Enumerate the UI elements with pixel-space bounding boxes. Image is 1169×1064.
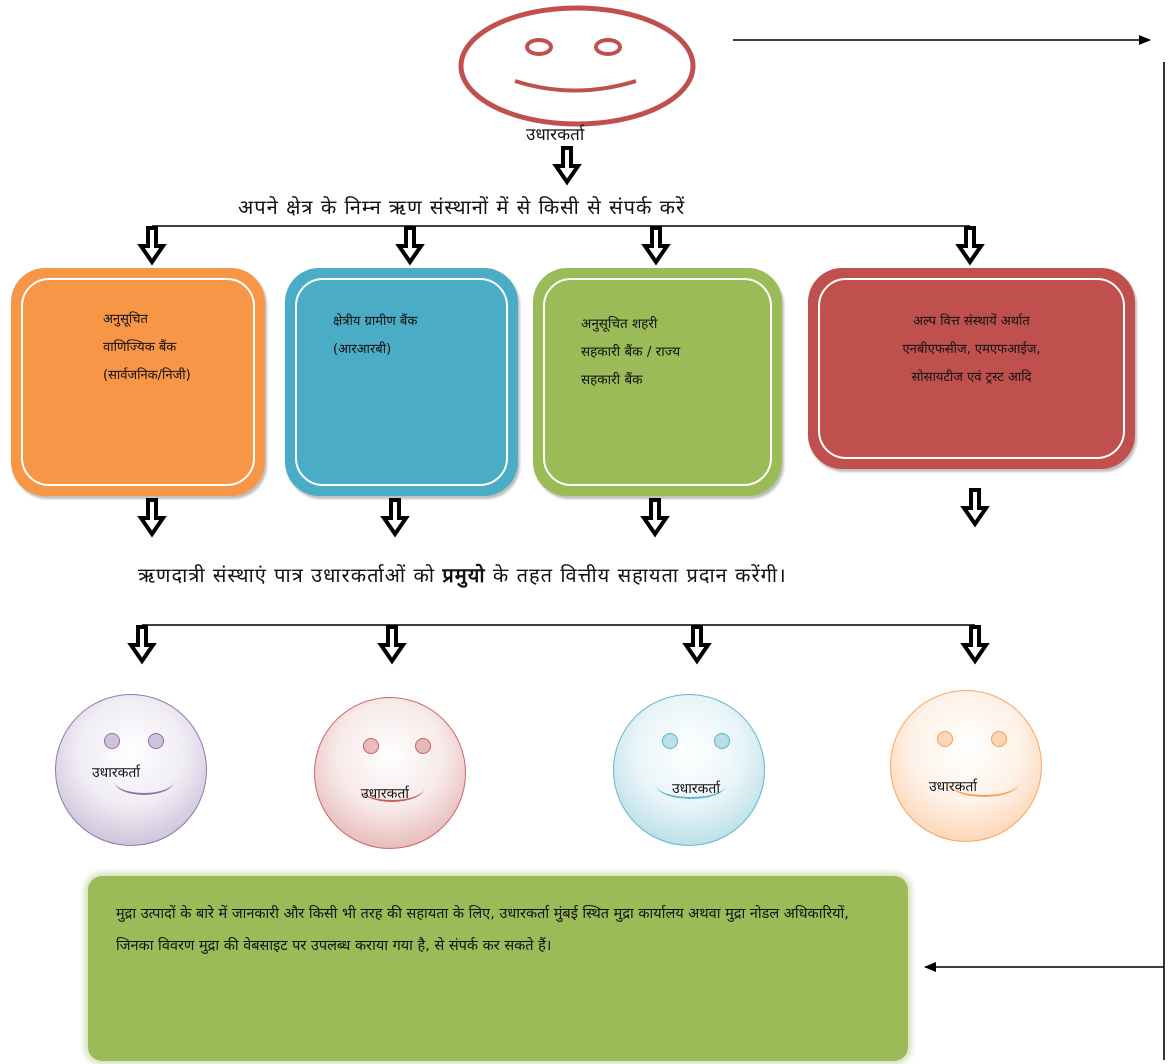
down-arrow-icon bbox=[129, 625, 155, 663]
smile-icon bbox=[949, 769, 1019, 797]
down-arrow-icon bbox=[139, 498, 165, 536]
eye-icon bbox=[104, 733, 120, 749]
institution-label: अनुसूचित वाणिज्यिक बैंक (सार्वजनिक/निजी) bbox=[103, 312, 191, 383]
smile-icon bbox=[114, 767, 174, 795]
eye-icon bbox=[662, 733, 678, 749]
institution-box-microfinance: अल्प वित्त संस्थायें अर्थात एनबीएफसीज, ए… bbox=[808, 268, 1135, 469]
institution-box-rrb: क्षेत्रीय ग्रामीण बैंक (आरआरबी) bbox=[285, 268, 518, 496]
eye-icon bbox=[415, 738, 431, 754]
institution-label: क्षेत्रीय ग्रामीण बैंक (आरआरबी) bbox=[333, 314, 418, 357]
eye-icon bbox=[937, 731, 953, 747]
down-arrow-icon bbox=[957, 226, 983, 264]
down-arrow-icon bbox=[643, 226, 669, 264]
down-arrow-icon bbox=[139, 226, 165, 264]
down-arrow-icon bbox=[382, 498, 408, 536]
down-arrow-icon bbox=[684, 625, 710, 663]
down-arrow-icon bbox=[379, 625, 405, 663]
borrower-face-2: उधारकर्ता bbox=[314, 697, 466, 849]
down-arrow-icon bbox=[642, 498, 668, 536]
institution-label: अल्प वित्त संस्थायें अर्थात एनबीएफसीज, ए… bbox=[902, 314, 1041, 385]
eye-icon bbox=[714, 733, 730, 749]
eye-icon bbox=[363, 738, 379, 754]
institution-box-commercial-bank: अनुसूचित वाणिज्यिक बैंक (सार्वजनिक/निजी) bbox=[11, 268, 265, 496]
info-text: मुद्रा उत्पादों के बारे में जानकारी और क… bbox=[116, 906, 849, 954]
lending-statement: ऋणदात्री संस्थाएं पात्र उधारकर्ताओं को प… bbox=[138, 563, 787, 587]
instruction-text: अपने क्षेत्र के निम्न ऋण संस्थानों में स… bbox=[238, 195, 686, 219]
borrower-face-3: उधारकर्ता bbox=[613, 694, 765, 846]
top-face-icon bbox=[458, 5, 696, 127]
institution-box-cooperative-bank: अनुसूचित शहरी सहकारी बैंक / राज्य सहकारी… bbox=[533, 268, 782, 496]
top-borrower-label: उधारकर्ता bbox=[526, 125, 585, 145]
smile-icon bbox=[656, 771, 726, 799]
borrower-face-1: उधारकर्ता bbox=[55, 694, 207, 846]
eye-icon bbox=[148, 733, 164, 749]
smile-icon bbox=[360, 774, 424, 802]
info-box: मुद्रा उत्पादों के बारे में जानकारी और क… bbox=[88, 876, 908, 1061]
down-arrow-icon bbox=[397, 226, 423, 264]
eye-icon bbox=[991, 731, 1007, 747]
down-arrow-icon bbox=[554, 146, 580, 184]
institution-label: अनुसूचित शहरी सहकारी बैंक / राज्य सहकारी… bbox=[581, 316, 681, 388]
down-arrow-icon bbox=[962, 488, 988, 526]
down-arrow-icon bbox=[962, 625, 988, 663]
borrower-face-4: उधारकर्ता bbox=[890, 690, 1042, 842]
